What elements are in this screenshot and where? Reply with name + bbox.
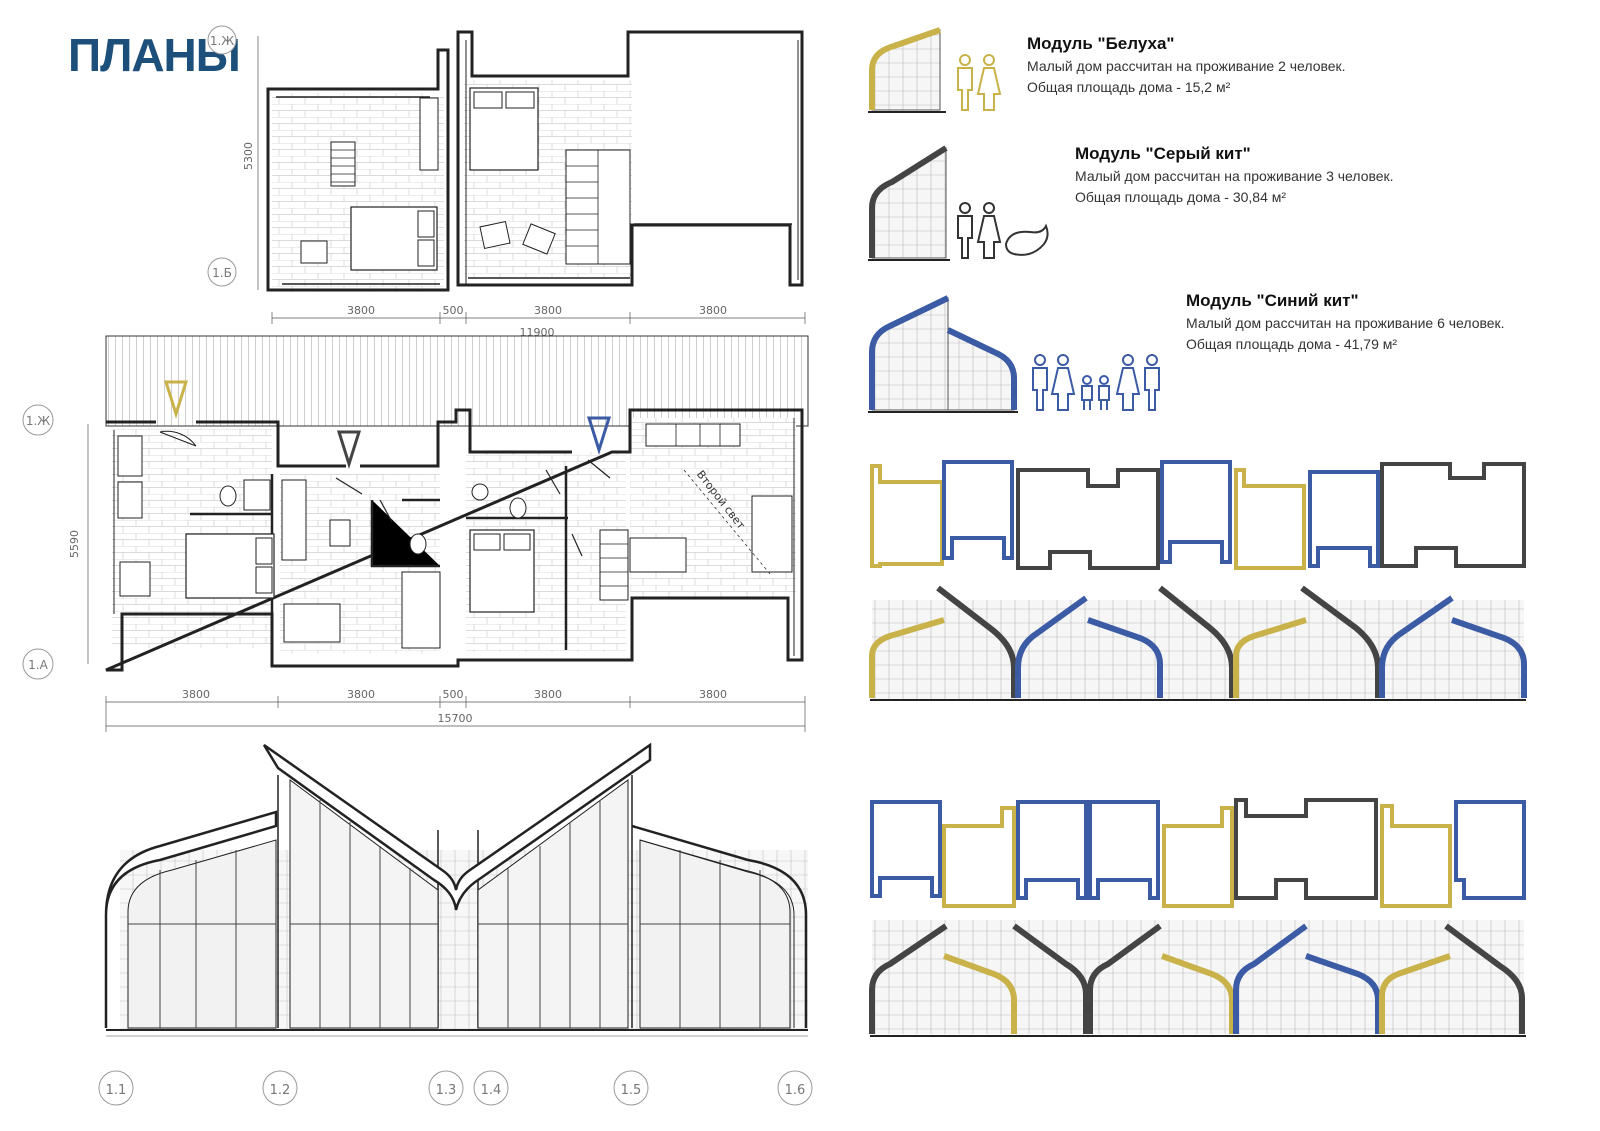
upper-floor-plan: 5300 3800 500 3800 3800 11900 1.Ж 1.Б: [207, 25, 806, 339]
axis-1-3: 1.3: [436, 1083, 457, 1098]
module-grey-whale-area: Общая площадь дома - 30,84 м²: [1075, 189, 1287, 205]
grey-whale-people-icons: [957, 202, 1049, 259]
ground-dim-4: 3800: [534, 688, 562, 701]
module-blue-whale-capacity: Малый дом рассчитан на проживание 6 чело…: [1186, 315, 1505, 331]
combination-1-plans: [870, 460, 1526, 570]
upper-dim-2: 500: [443, 304, 464, 317]
upper-dim-1: 3800: [347, 304, 375, 317]
axis-ground-1zh: 1.Ж: [26, 414, 50, 428]
axis-1-6: 1.6: [785, 1083, 806, 1098]
ground-dim-5: 3800: [699, 688, 727, 701]
module-grey-whale-capacity: Малый дом рассчитан на проживание 3 чело…: [1075, 168, 1394, 184]
combination-2-elevations: [869, 920, 1526, 1037]
upper-dim-4: 3800: [699, 304, 727, 317]
upper-dim-3: 3800: [534, 304, 562, 317]
module-blue-whale-icon: [868, 295, 1018, 413]
whale-icon: [1004, 223, 1049, 256]
grey-whale-module-marker-icon: [336, 430, 362, 470]
ground-dim-height: 5590: [68, 530, 81, 558]
ground-dim-total: 15700: [438, 712, 473, 725]
axis-ground-1a: 1.А: [28, 658, 48, 672]
blue-whale-module-marker-icon: [586, 416, 612, 456]
axis-1-5: 1.5: [621, 1083, 642, 1098]
ground-floor-plan: Второй свет 5590 3800 3800 500 3800 3800…: [22, 335, 809, 732]
module-blue-whale-name: Модуль "Синий кит": [1186, 291, 1359, 310]
module-beluga-area: Общая площадь дома - 15,2 м²: [1027, 79, 1231, 95]
axis-1-4: 1.4: [481, 1083, 502, 1098]
module-beluga-capacity: Малый дом рассчитан на проживание 2 чело…: [1027, 58, 1346, 74]
axis-upper-1zh: 1.Ж: [210, 34, 234, 48]
ground-dim-2: 3800: [347, 688, 375, 701]
front-elevation: 1.1 1.2 1.3 1.4 1.5 1.6: [98, 742, 813, 1106]
module-grey-whale-name: Модуль "Серый кит": [1075, 144, 1251, 163]
module-blue-whale-area: Общая площадь дома - 41,79 м²: [1186, 336, 1398, 352]
axis-upper-1b: 1.Б: [212, 266, 232, 280]
beluga-module-marker-icon: [163, 380, 189, 420]
module-beluga-name: Модуль "Белуха": [1027, 34, 1175, 53]
upper-dim-height: 5300: [242, 142, 255, 170]
axis-1-1: 1.1: [106, 1083, 127, 1098]
ground-dim-3: 500: [443, 688, 464, 701]
axis-1-2: 1.2: [270, 1083, 291, 1098]
beluga-people-icons: [957, 54, 1002, 111]
blue-whale-people-icons: [1032, 354, 1160, 411]
module-beluga-icon: [868, 27, 946, 113]
module-grey-whale-icon: [868, 145, 950, 261]
combination-2-plans: [870, 798, 1526, 908]
combination-1-elevations: [869, 585, 1527, 701]
ground-dim-1: 3800: [182, 688, 210, 701]
